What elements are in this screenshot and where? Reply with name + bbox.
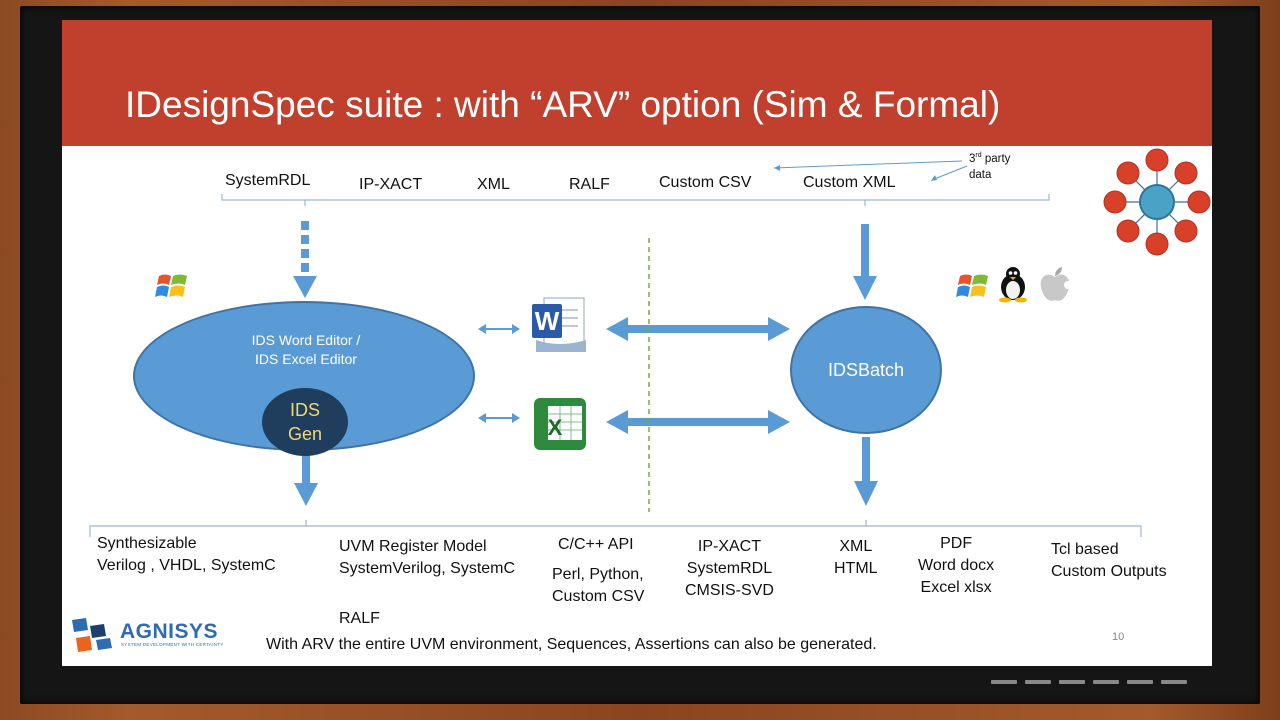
editor-output-arrow — [294, 454, 318, 506]
input-format-custom-xml: Custom XML — [803, 174, 896, 191]
output-ralf: RALF — [339, 610, 380, 627]
output-line: Perl, Python, — [552, 566, 644, 583]
excel-double-arrow — [478, 413, 520, 423]
output-line: HTML — [834, 560, 878, 577]
agnisys-logo-icon — [72, 618, 112, 652]
input-format-ralf: RALF — [569, 176, 610, 193]
dashed-down-arrow — [293, 221, 317, 298]
slide-title: IDesignSpec suite : with “ARV” option (S… — [125, 84, 1001, 125]
page-number: 10 — [1112, 631, 1125, 643]
output-line: XML — [839, 538, 873, 555]
linux-icon — [999, 267, 1027, 303]
third-party-arrow-2 — [931, 165, 968, 181]
windows-icon-os — [956, 274, 988, 297]
pager-dash[interactable] — [1059, 680, 1085, 684]
input-format-custom-csv: Custom CSV — [659, 174, 752, 191]
output-line: Custom Outputs — [1051, 563, 1167, 580]
editor-label-2: IDS Excel Editor — [255, 351, 357, 367]
svg-text:W: W — [535, 306, 560, 336]
third-party-arrow-1 — [773, 160, 963, 169]
excel-icon: X — [534, 398, 586, 450]
pager-dash[interactable] — [991, 680, 1017, 684]
output-synthesizable: Synthesizable Verilog , VHDL, SystemC — [97, 533, 276, 577]
output-line: Custom CSV — [552, 588, 645, 605]
output-line: Tcl based — [1051, 541, 1119, 558]
idsbatch-node: IDSBatch — [790, 306, 942, 434]
output-pdf-word-excel: PDF Word docx Excel xlsx — [918, 533, 994, 599]
output-line: PDF — [940, 535, 973, 552]
diagram-connectors — [89, 160, 1142, 537]
slide: IDesignSpec suite : with “ARV” option (S… — [62, 20, 1212, 666]
batch-output-arrow — [854, 437, 878, 506]
mindmap-icon — [1103, 148, 1211, 256]
pager-dash[interactable] — [1127, 680, 1153, 684]
third-party-data-label: 3rd party data — [969, 152, 1011, 181]
input-format-systemrdl: SystemRDL — [225, 172, 311, 189]
gen-label-1: IDS — [289, 400, 320, 420]
output-line: CMSIS-SVD — [685, 582, 774, 599]
output-line: Synthesizable — [97, 535, 197, 552]
output-line: IP-XACT — [697, 538, 762, 555]
batch-input-arrow — [853, 224, 877, 300]
output-line: SystemVerilog, SystemC — [339, 560, 516, 577]
windows-icon — [155, 274, 187, 297]
output-uvm-register-model: UVM Register Model SystemVerilog, System… — [339, 536, 515, 580]
title-bar: IDesignSpec suite : with “ARV” option (S… — [62, 20, 1212, 146]
input-format-ipxact: IP-XACT — [359, 176, 423, 193]
word-double-arrow — [478, 324, 520, 334]
word-icon: W — [532, 297, 586, 352]
svg-text:X: X — [548, 415, 563, 440]
gen-label-2: Gen — [287, 424, 323, 444]
pager-dash[interactable] — [1161, 680, 1187, 684]
pager-dash[interactable] — [1093, 680, 1119, 684]
output-bracket — [89, 525, 1142, 537]
output-line: SystemRDL — [686, 560, 773, 577]
slide-footer-note: With ARV the entire UVM environment, Seq… — [266, 636, 877, 653]
output-line: Excel xlsx — [920, 579, 992, 596]
ids-editor-node: IDS Word Editor / IDS Excel Editor IDS G… — [133, 301, 475, 456]
pager-dash[interactable] — [1025, 680, 1051, 684]
agnisys-logo-text: AGNISYS — [120, 620, 219, 643]
editor-label-1: IDS Word Editor / — [251, 332, 361, 348]
output-line: Verilog , VHDL, SystemC — [97, 557, 276, 574]
input-format-xml: XML — [477, 176, 510, 193]
output-line: Word docx — [918, 557, 995, 574]
output-xml-html: XML HTML — [834, 536, 878, 580]
excel-batch-double-arrow — [606, 410, 790, 434]
apple-icon — [1040, 267, 1072, 301]
word-batch-double-arrow — [606, 317, 790, 341]
output-perl-python: Perl, Python, Custom CSV — [552, 564, 644, 608]
output-tcl-custom: Tcl based Custom Outputs — [1051, 539, 1167, 583]
output-line: UVM Register Model — [339, 538, 487, 555]
agnisys-tagline: SYSTEM DEVELOPMENT WITH CERTAINTY — [121, 642, 224, 647]
ids-gen-node: IDS Gen — [262, 388, 348, 456]
output-ipxact-systemrdl: IP-XACT SystemRDL CMSIS-SVD — [685, 536, 774, 602]
input-bracket — [221, 194, 1050, 201]
output-c-api: C/C++ API — [558, 536, 634, 553]
